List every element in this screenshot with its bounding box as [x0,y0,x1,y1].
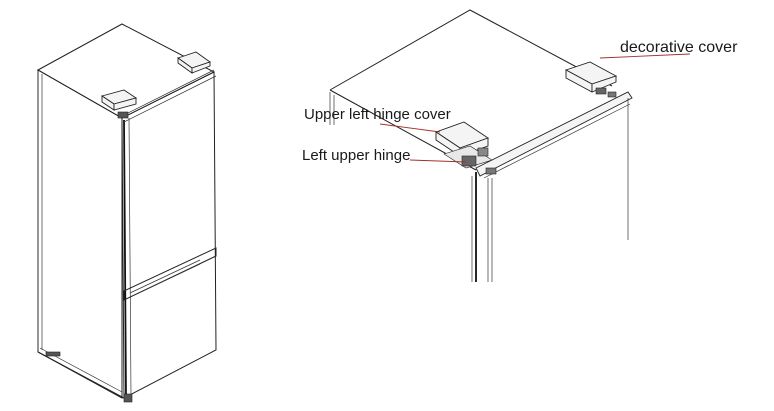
decorative-cover-leader [599,53,691,59]
refrigerator-detail-view [329,9,691,282]
door-edge [123,119,127,399]
label-left-upper-hinge: Left upper hinge [302,147,410,164]
label-upper-left-hinge-cover: Upper left hinge cover [304,106,451,123]
detail-top-back-edge [329,9,613,91]
bottom-hinge [123,393,133,403]
door-divider [123,247,217,301]
hinge-leader [409,159,467,163]
decorative-cover [564,61,618,98]
upper-left-hinge-cover [435,121,489,157]
hinge-cover-leader [379,123,441,133]
left-upper-hinge [443,145,497,175]
detail-door-top-edge [475,91,633,177]
refrigerator-full-view [36,23,217,403]
fridge-front-face [121,71,217,399]
base-foot [45,351,61,357]
fridge-side-panel [37,69,123,399]
hinge-small [117,111,129,119]
label-decorative-cover: decorative cover [620,39,738,56]
